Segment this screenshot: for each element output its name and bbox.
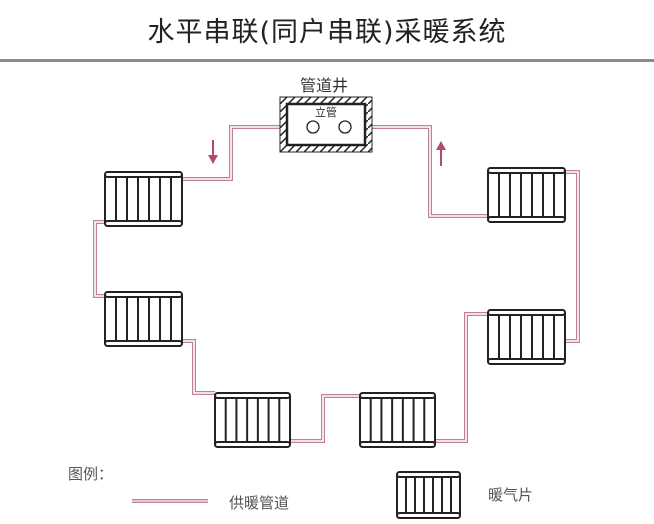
radiator-icon (487, 309, 566, 365)
shaft-label: 管道井 (300, 76, 349, 95)
riser-pipe-icon (338, 120, 352, 134)
riser-label: 立管 (315, 106, 337, 119)
legend-radiator-label: 暖气片 (488, 486, 534, 504)
radiator-icon (104, 171, 183, 227)
pipe-segment (93, 220, 106, 298)
pipe-segment (182, 339, 215, 395)
radiator-icon (487, 167, 566, 223)
riser-pipe-icon (306, 120, 320, 134)
legend-radiator-icon (396, 471, 461, 519)
diagram-title: 水平串联(同户串联)采暖系统 (147, 17, 507, 48)
pipe-segment (435, 312, 488, 443)
legend-pipe-label: 供暖管道 (229, 494, 290, 512)
radiator-icon (359, 392, 436, 448)
pipe-segment (290, 394, 360, 443)
pipe-shaft (279, 96, 373, 153)
title-divider (0, 59, 654, 62)
flow-arrow-up-icon (436, 141, 446, 166)
legend-heading: 图例： (68, 465, 114, 483)
radiator-icon (104, 291, 183, 347)
pipe-segment (565, 170, 580, 343)
radiator-icon (214, 392, 291, 448)
flow-arrow-down-icon (208, 140, 218, 164)
